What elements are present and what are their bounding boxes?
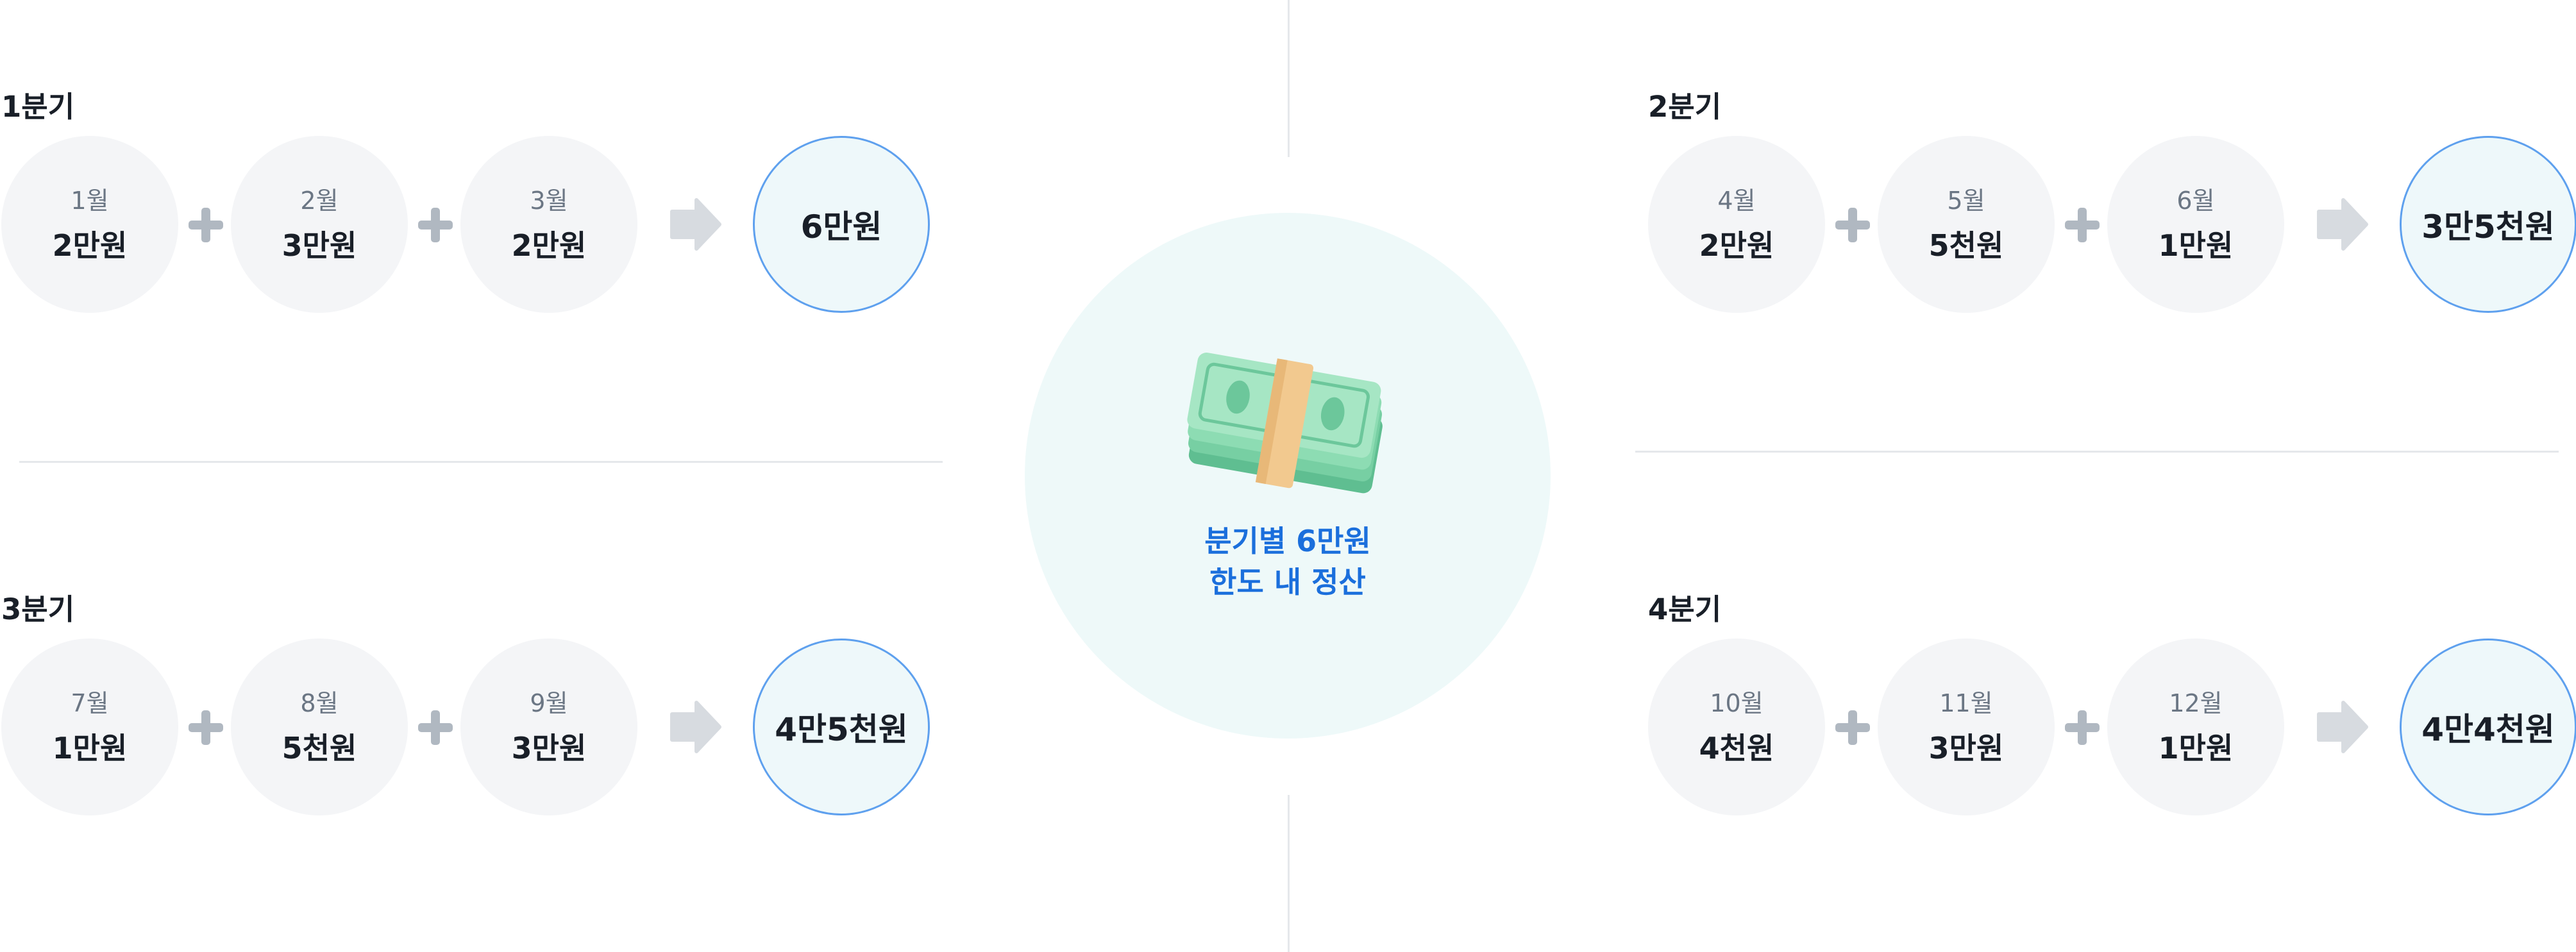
center-summary-circle: 분기별 6만원 한도 내 정산 xyxy=(1025,213,1551,739)
arrow-right-icon xyxy=(2317,701,2368,753)
month-circle: 3월 2만원 xyxy=(460,136,637,313)
month-amount: 1만원 xyxy=(2158,731,2234,765)
month-circle: 4월 2만원 xyxy=(1648,136,1825,313)
divider-vertical-bottom xyxy=(1288,795,1290,952)
center-summary-text: 분기별 6만원 한도 내 정산 xyxy=(1025,521,1551,603)
month-amount: 1만원 xyxy=(2158,228,2234,263)
month-amount: 2만원 xyxy=(511,228,587,263)
quarter-row: 1월 2만원 2월 3만원 3월 2만원 6만원 xyxy=(1,136,944,313)
month-amount: 2만원 xyxy=(1699,228,1774,263)
quarter-3-group: 3분기 7월 1만원 8월 5천원 9월 3만원 4만5천원 xyxy=(1,586,944,855)
arrow-right-icon xyxy=(2317,198,2368,251)
divider-horizontal-right xyxy=(1635,451,2559,453)
month-label: 7월 xyxy=(71,689,109,717)
quarter-total: 4만4천원 xyxy=(2421,711,2555,748)
month-circle: 10월 4천원 xyxy=(1648,639,1825,815)
month-label: 8월 xyxy=(300,689,339,717)
center-line-1: 분기별 6만원 xyxy=(1204,524,1371,558)
quarter-total-circle: 3만5천원 xyxy=(2400,136,2576,313)
plus-icon xyxy=(418,208,453,242)
quarter-total: 4만5천원 xyxy=(775,711,908,748)
month-amount: 5천원 xyxy=(1928,228,2004,263)
quarter-row: 4월 2만원 5월 5천원 6월 1만원 3만5천원 xyxy=(1648,136,2576,313)
plus-icon xyxy=(1835,208,1870,242)
quarter-2-group: 2분기 4월 2만원 5월 5천원 6월 1만원 3만5천원 xyxy=(1648,83,2576,353)
quarter-row: 10월 4천원 11월 3만원 12월 1만원 4만4천원 xyxy=(1648,639,2576,815)
month-amount: 1만원 xyxy=(52,731,128,765)
plus-icon xyxy=(2065,710,2100,745)
plus-icon xyxy=(189,208,223,242)
quarter-row: 7월 1만원 8월 5천원 9월 3만원 4만5천원 xyxy=(1,639,944,815)
quarter-total-circle: 4만4천원 xyxy=(2400,639,2576,815)
month-circle: 2월 3만원 xyxy=(231,136,408,313)
quarter-total-circle: 4만5천원 xyxy=(753,639,930,815)
divider-vertical-top xyxy=(1288,0,1290,157)
plus-icon xyxy=(1835,710,1870,745)
month-amount: 4천원 xyxy=(1699,731,1774,765)
quarter-total: 6만원 xyxy=(800,208,882,246)
quarter-1-group: 1분기 1월 2만원 2월 3만원 3월 2만원 6만원 xyxy=(1,83,944,353)
month-circle: 11월 3만원 xyxy=(1878,639,2055,815)
month-label: 3월 xyxy=(530,187,568,215)
plus-icon xyxy=(2065,208,2100,242)
month-circle: 6월 1만원 xyxy=(2107,136,2284,313)
month-amount: 3만원 xyxy=(282,228,357,263)
month-label: 9월 xyxy=(530,689,568,717)
month-label: 5월 xyxy=(1947,187,1985,215)
month-amount: 2만원 xyxy=(52,228,128,263)
month-label: 6월 xyxy=(2176,187,2215,215)
quarter-4-group: 4분기 10월 4천원 11월 3만원 12월 1만원 4만4천원 xyxy=(1648,586,2576,855)
month-circle: 5월 5천원 xyxy=(1878,136,2055,313)
month-amount: 3만원 xyxy=(511,731,587,765)
month-amount: 3만원 xyxy=(1928,731,2004,765)
center-line-2: 한도 내 정산 xyxy=(1209,565,1366,599)
arrow-right-icon xyxy=(670,198,721,251)
month-circle: 9월 3만원 xyxy=(460,639,637,815)
month-label: 11월 xyxy=(1939,689,1993,717)
month-label: 1월 xyxy=(71,187,109,215)
plus-icon xyxy=(418,710,453,745)
quarter-title: 2분기 xyxy=(1648,90,1722,124)
quarter-title: 4분기 xyxy=(1648,592,1722,626)
month-label: 2월 xyxy=(300,187,339,215)
month-circle: 12월 1만원 xyxy=(2107,639,2284,815)
month-label: 12월 xyxy=(2169,689,2223,717)
arrow-right-icon xyxy=(670,701,721,753)
money-stack-icon xyxy=(1187,353,1383,494)
divider-horizontal-left xyxy=(19,461,943,463)
month-circle: 8월 5천원 xyxy=(231,639,408,815)
month-label: 4월 xyxy=(1717,187,1756,215)
quarter-total: 3만5천원 xyxy=(2421,208,2555,246)
quarter-title: 3분기 xyxy=(1,592,75,626)
quarter-total-circle: 6만원 xyxy=(753,136,930,313)
month-circle: 7월 1만원 xyxy=(1,639,178,815)
month-circle: 1월 2만원 xyxy=(1,136,178,313)
quarter-title: 1분기 xyxy=(1,90,75,124)
plus-icon xyxy=(189,710,223,745)
month-label: 10월 xyxy=(1710,689,1764,717)
month-amount: 5천원 xyxy=(282,731,357,765)
